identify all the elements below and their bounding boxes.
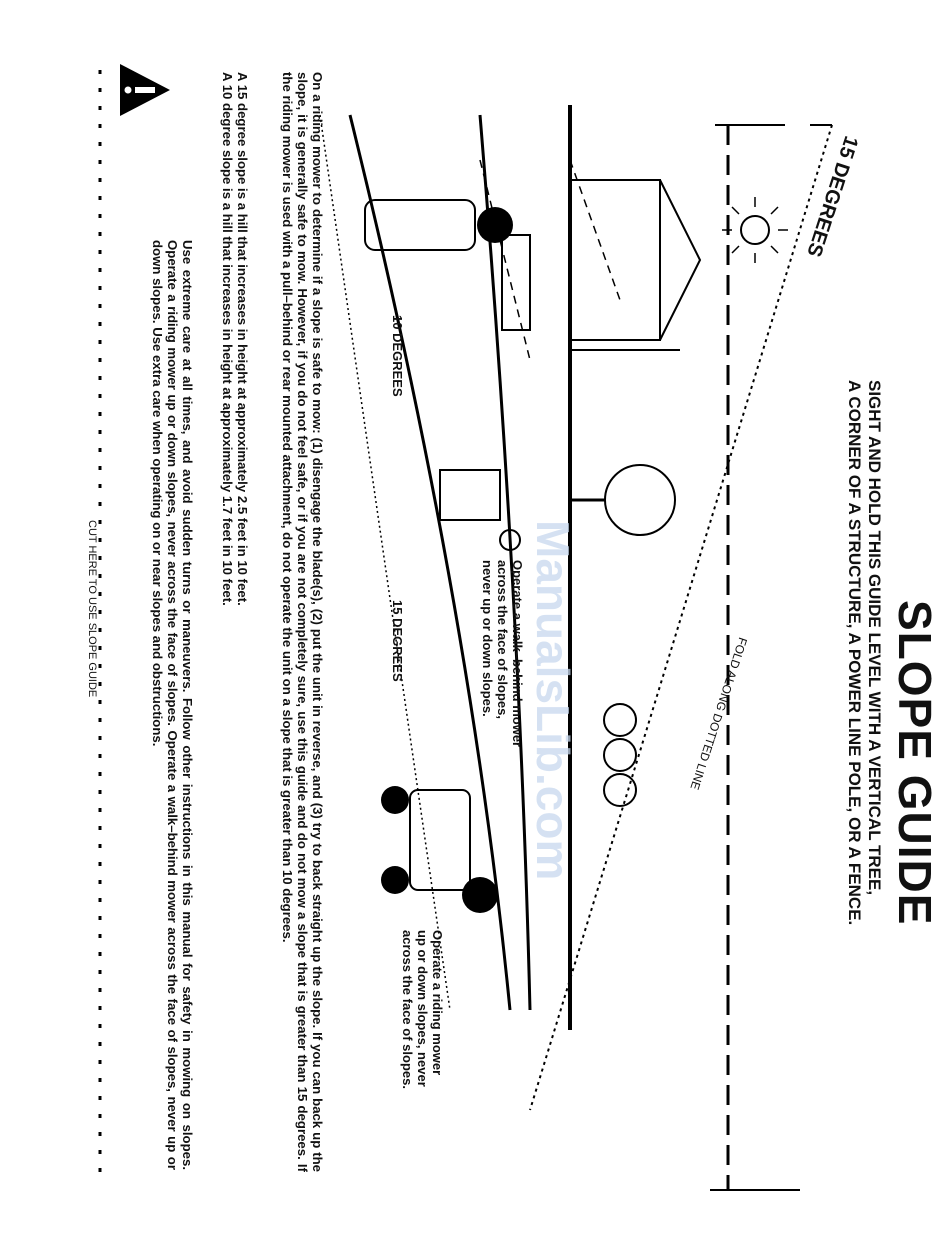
slope-guide-card-icon bbox=[501, 234, 531, 331]
fact-10-degree: A 10 degree slope is a hill that increas… bbox=[219, 72, 235, 606]
note-line: across the face of slopes. bbox=[400, 930, 415, 1089]
instructions-paragraph: On a riding mower to determine if a slop… bbox=[279, 72, 325, 1172]
riding-mower-icon bbox=[409, 789, 471, 891]
note-line: up or down slopes, never bbox=[415, 930, 430, 1087]
angle-indicator-line bbox=[569, 159, 621, 301]
grass-texture bbox=[319, 114, 451, 1011]
degrees-10-label: 10 DEGREES bbox=[390, 315, 405, 397]
riding-mower-wheel-icon bbox=[381, 866, 409, 894]
watermark: ManualsLib.com bbox=[527, 520, 579, 881]
page-title: SLOPE GUIDE bbox=[889, 600, 941, 926]
subtitle-line: A CORNER OF A STRUCTURE, A POWER LINE PO… bbox=[845, 380, 864, 926]
sun-rays-icon bbox=[722, 197, 788, 263]
note-line: across the face of slopes, bbox=[495, 560, 510, 719]
slope-facts: A 15 degree slope is a hill that increas… bbox=[220, 72, 250, 606]
note-line: Operate a riding mower bbox=[430, 930, 445, 1076]
house-roof-icon bbox=[659, 179, 702, 341]
walk-behind-mower-head-icon bbox=[499, 529, 521, 551]
cut-here-label: CUT HERE TO USE SLOPE GUIDE bbox=[86, 520, 98, 698]
slope-10-degrees-line bbox=[478, 114, 532, 1011]
guide-subtitle: SIGHT AND HOLD THIS GUIDE LEVEL WITH A V… bbox=[844, 380, 884, 925]
sun-icon bbox=[740, 215, 770, 245]
bush-icon bbox=[603, 703, 637, 737]
note-line: Operate a walk–behind mower bbox=[510, 560, 525, 748]
house-icon bbox=[569, 179, 661, 341]
subtitle-line: SIGHT AND HOLD THIS GUIDE LEVEL WITH A V… bbox=[865, 380, 884, 896]
riding-mower-wheel-icon bbox=[381, 786, 409, 814]
walk-behind-mower-icon bbox=[439, 469, 501, 521]
note-line: never up or down slopes. bbox=[480, 560, 495, 717]
riding-mower-driver-head-icon bbox=[462, 877, 498, 913]
warning-text: Use extreme care at all times, and avoid… bbox=[149, 240, 195, 1170]
bush-icon bbox=[603, 773, 637, 807]
bush-icon bbox=[603, 738, 637, 772]
riding-mower-note: Operate a riding mower up or down slopes… bbox=[400, 930, 445, 1089]
warning-exclamation-bar bbox=[135, 87, 155, 93]
degrees-15-slope-label: 15 DEGREES bbox=[390, 600, 405, 682]
fact-15-degree: A 15 degree slope is a hill that increas… bbox=[235, 72, 250, 606]
person-head-icon bbox=[477, 207, 513, 243]
walk-behind-note: Operate a walk–behind mower across the f… bbox=[480, 560, 525, 747]
angle-indicator-line bbox=[479, 159, 531, 361]
person-body-icon bbox=[364, 199, 476, 251]
tree-icon bbox=[604, 464, 676, 536]
warning-exclamation-dot bbox=[124, 86, 132, 94]
